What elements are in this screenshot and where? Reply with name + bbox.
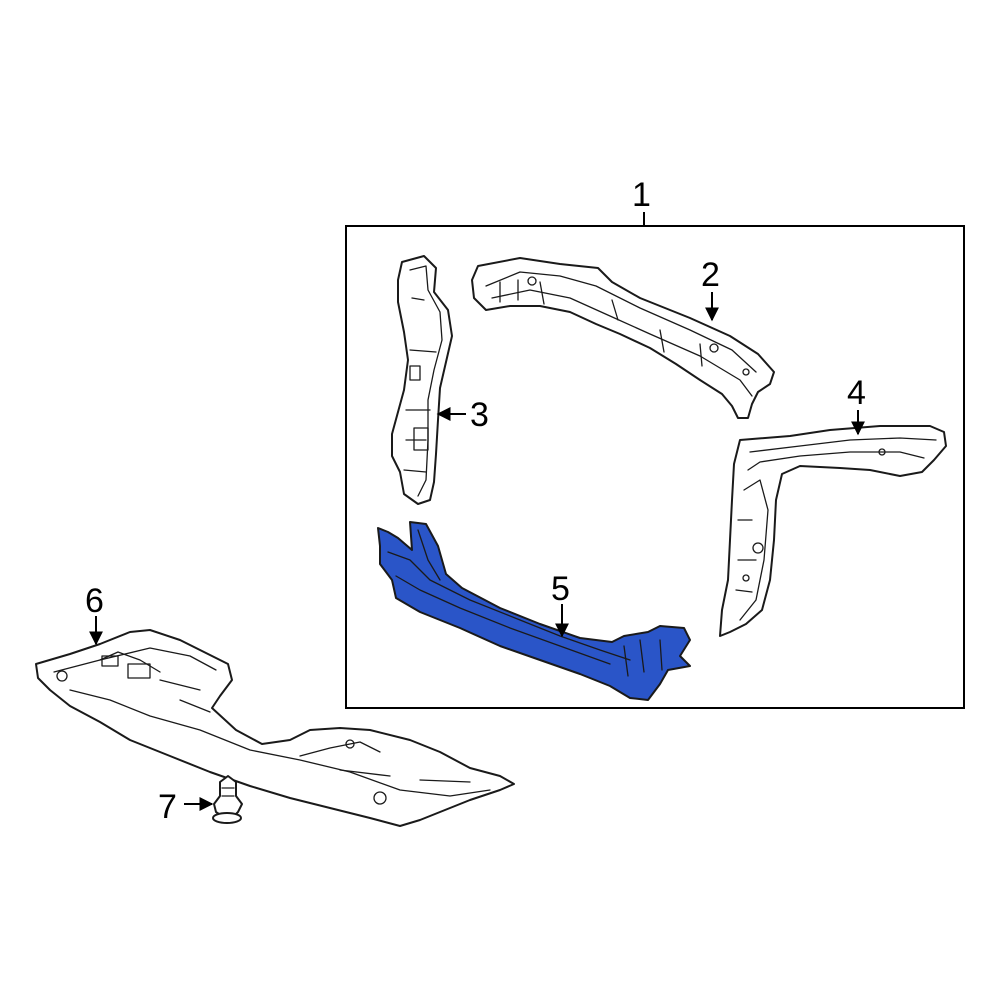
assembly-group-box	[345, 225, 965, 709]
part-6-engine-under-cover[interactable]	[35, 629, 515, 827]
part-2-upper-tie-bar[interactable]	[471, 257, 775, 419]
callout-1-label: 1	[632, 176, 651, 214]
callout-5-label: 5	[551, 570, 570, 608]
callout-4-label: 4	[847, 374, 866, 412]
part-5-lower-tie-bar[interactable]	[377, 521, 691, 701]
callout-2-label: 2	[701, 256, 720, 294]
callout-3-label: 3	[470, 396, 489, 434]
part-4-right-side-support[interactable]	[719, 425, 947, 637]
callout-6-label: 6	[85, 582, 104, 620]
callout-7-label: 7	[158, 788, 177, 826]
part-7-clip[interactable]	[212, 775, 243, 824]
part-3-left-side-support[interactable]	[391, 255, 453, 505]
